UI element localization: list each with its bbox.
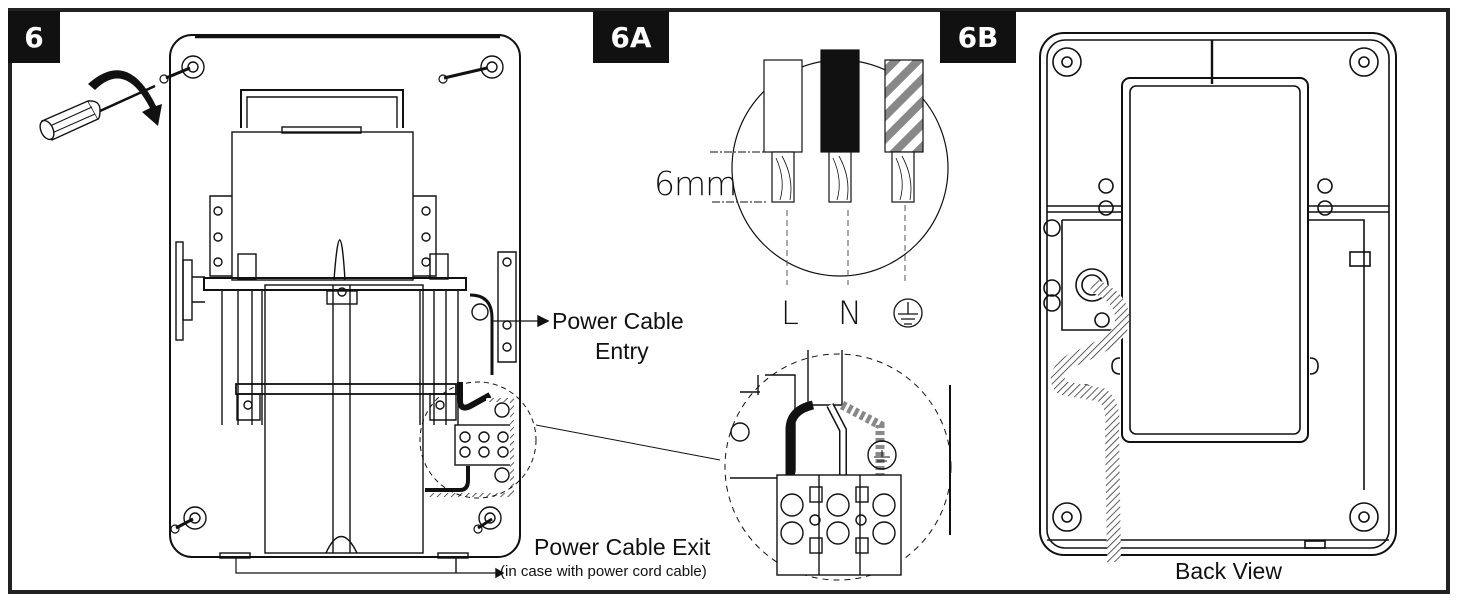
neutral-label: N <box>838 294 862 332</box>
step-badge-6b: 6B <box>940 11 1016 63</box>
terminal-block-small <box>425 382 514 497</box>
step-badge-6: 6 <box>8 11 60 63</box>
panel-6b-drawing <box>1039 32 1397 563</box>
strip-length-label: 6mm <box>654 164 737 203</box>
stripped-cores <box>771 151 915 203</box>
back-view-label: Back View <box>1175 558 1282 584</box>
earth-symbol-icon <box>893 298 923 328</box>
panel-6-drawing <box>159 34 721 579</box>
power-cord <box>1050 278 1130 563</box>
back-screw-bosses <box>1052 47 1379 532</box>
power-cable-exit-note: (in case with power cord cable) <box>500 563 707 580</box>
screw-bosses <box>181 55 504 530</box>
power-cable-entry-label: Power Cable <box>552 308 684 334</box>
step-badge-6a: 6A <box>593 11 669 63</box>
terminal-screws <box>780 486 896 554</box>
screwdriver-icon <box>39 84 156 141</box>
terminal-block-zoom <box>724 350 952 581</box>
screws <box>165 66 493 530</box>
panel-6a-drawing <box>710 49 949 285</box>
power-cable-exit-label: Power Cable Exit <box>534 534 711 560</box>
housing-outline <box>169 34 521 558</box>
power-cable-entry-label-line2: Entry <box>595 338 649 364</box>
live-label: L <box>781 294 799 332</box>
rotate-arrow-icon <box>88 70 162 126</box>
